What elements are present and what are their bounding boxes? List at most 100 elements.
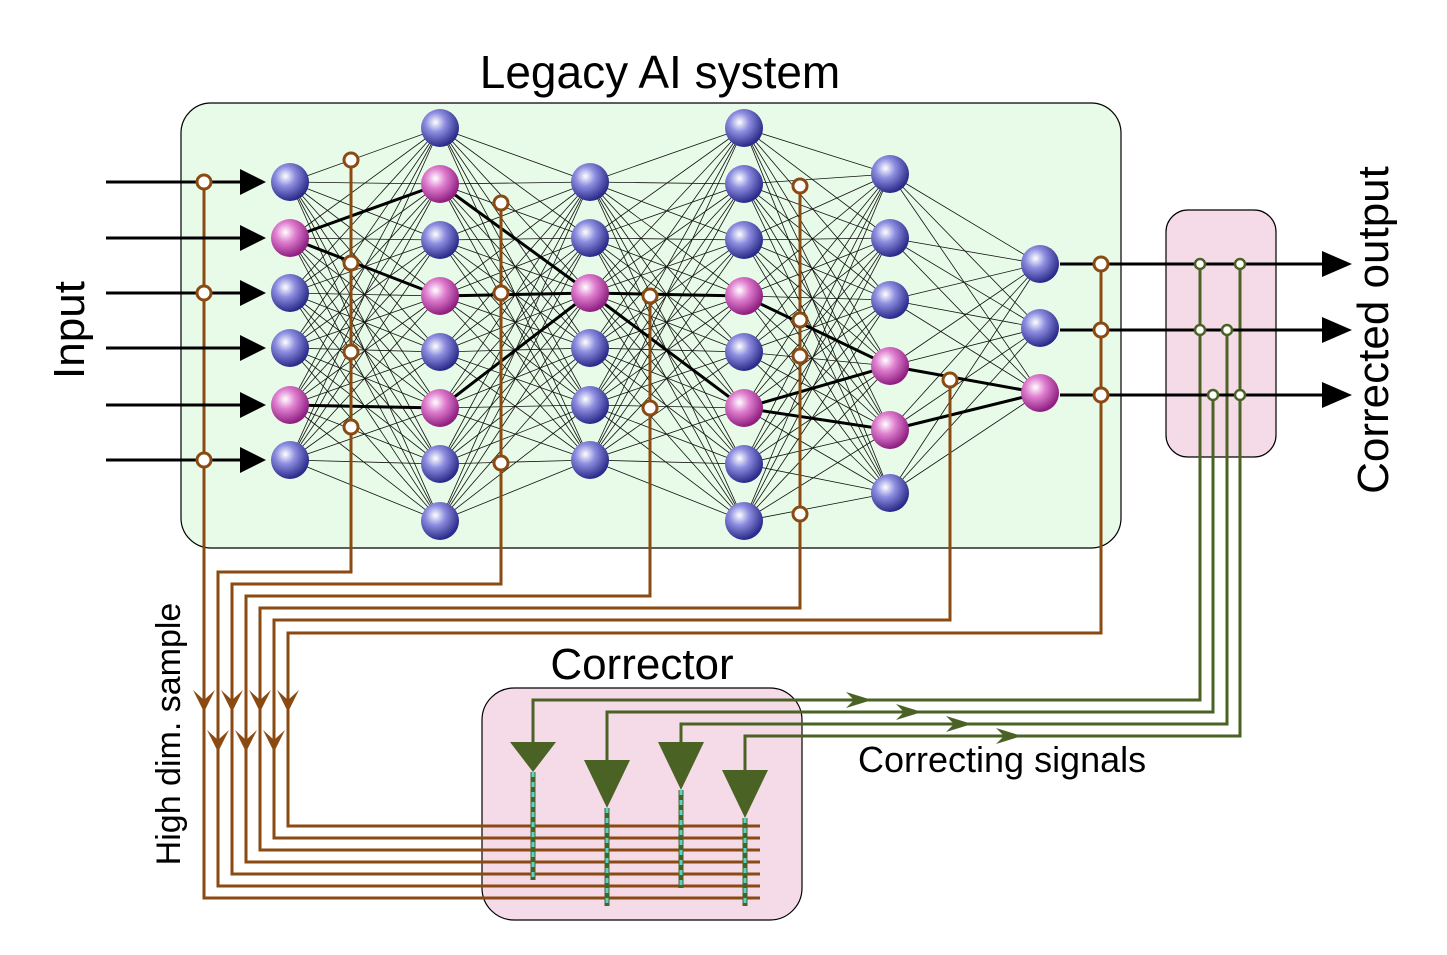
connection bbox=[889, 299, 1041, 329]
neuron-highlighted bbox=[421, 277, 459, 315]
connection bbox=[743, 299, 891, 465]
connection bbox=[743, 351, 891, 367]
connection bbox=[439, 127, 591, 183]
tap-point bbox=[492, 454, 510, 472]
connection bbox=[889, 237, 1041, 329]
connection bbox=[743, 173, 891, 241]
signal-line-4 bbox=[743, 264, 1242, 770]
connection bbox=[743, 183, 891, 367]
connection bbox=[589, 183, 745, 461]
connection bbox=[289, 127, 441, 183]
tap-point bbox=[195, 284, 213, 302]
neuron bbox=[571, 441, 609, 479]
tap-point bbox=[492, 194, 510, 212]
neuron-highlighted bbox=[271, 219, 309, 257]
connection bbox=[743, 183, 891, 301]
tap-point bbox=[791, 177, 809, 195]
connection bbox=[439, 347, 591, 465]
neuron bbox=[725, 109, 763, 147]
connection bbox=[743, 239, 891, 494]
highlighted-connection bbox=[439, 291, 591, 410]
tap-point bbox=[791, 347, 809, 365]
connection bbox=[289, 127, 441, 239]
connection bbox=[439, 459, 591, 522]
connection bbox=[589, 292, 745, 522]
corrector-triangle bbox=[510, 742, 556, 772]
neuron-highlighted bbox=[871, 347, 909, 385]
connection bbox=[743, 492, 891, 522]
neuron bbox=[725, 333, 763, 371]
neuron bbox=[571, 219, 609, 257]
connection bbox=[589, 351, 745, 461]
connection bbox=[589, 127, 745, 406]
connection bbox=[743, 237, 891, 522]
connection bbox=[289, 237, 441, 522]
connection bbox=[289, 404, 441, 522]
neuron bbox=[271, 274, 309, 312]
connection bbox=[439, 237, 591, 522]
connection bbox=[743, 127, 891, 175]
neuron bbox=[871, 281, 909, 319]
corrector-triangle bbox=[658, 742, 704, 790]
neuron bbox=[1021, 245, 1059, 283]
highlighted-connection bbox=[289, 182, 441, 240]
connection bbox=[439, 295, 591, 349]
sample-chevron bbox=[277, 690, 299, 712]
connection bbox=[743, 299, 891, 409]
corrector-title: Corrector bbox=[550, 640, 733, 689]
neuron bbox=[271, 329, 309, 367]
neuron bbox=[421, 445, 459, 483]
tap-line-5 bbox=[272, 380, 952, 840]
connection bbox=[889, 237, 1041, 394]
neuron-highlighted bbox=[421, 389, 459, 427]
highlighted-connection bbox=[743, 364, 891, 410]
neuron-highlighted bbox=[725, 277, 763, 315]
tap-point bbox=[791, 311, 809, 329]
neuron bbox=[421, 221, 459, 259]
highlighted-connection bbox=[439, 291, 591, 298]
connection bbox=[589, 404, 745, 522]
neuron bbox=[271, 441, 309, 479]
sample-label: High dim. sample bbox=[150, 603, 188, 866]
highlighted-connection bbox=[889, 364, 1041, 395]
connection bbox=[743, 173, 891, 353]
tap-point bbox=[342, 418, 360, 436]
connection bbox=[743, 127, 891, 301]
connection bbox=[743, 173, 891, 409]
connection bbox=[743, 429, 891, 522]
highlighted-connection bbox=[439, 182, 591, 295]
connection bbox=[289, 239, 441, 461]
connection bbox=[289, 407, 441, 461]
connection bbox=[743, 365, 891, 465]
tap-line-4 bbox=[258, 186, 802, 852]
tap-point bbox=[195, 173, 213, 191]
signal-junction bbox=[1193, 257, 1207, 271]
signal-arrowhead bbox=[846, 692, 872, 708]
tap-point bbox=[791, 505, 809, 523]
connection bbox=[589, 127, 745, 239]
connection bbox=[289, 295, 441, 461]
signal-arrowhead bbox=[946, 716, 972, 732]
connection bbox=[743, 351, 891, 494]
connection bbox=[743, 173, 891, 297]
connection bbox=[743, 239, 891, 301]
connection bbox=[439, 181, 591, 353]
connection bbox=[743, 237, 891, 353]
connection bbox=[289, 183, 441, 461]
connection bbox=[589, 127, 745, 183]
connection bbox=[889, 263, 1041, 431]
neuron bbox=[871, 155, 909, 193]
input-arrowhead bbox=[240, 335, 266, 361]
neuron bbox=[571, 329, 609, 367]
neuron bbox=[421, 109, 459, 147]
output-corrector-box bbox=[1165, 209, 1277, 458]
connection bbox=[439, 183, 591, 349]
neuron-highlighted bbox=[1021, 374, 1059, 412]
corrector-triangle bbox=[584, 760, 630, 808]
input-arrowhead bbox=[240, 392, 266, 418]
connection bbox=[743, 127, 891, 367]
output-arrowhead bbox=[1322, 317, 1352, 343]
neuron-highlighted bbox=[571, 274, 609, 312]
connection bbox=[439, 181, 591, 185]
highlighted-connection bbox=[889, 391, 1041, 432]
